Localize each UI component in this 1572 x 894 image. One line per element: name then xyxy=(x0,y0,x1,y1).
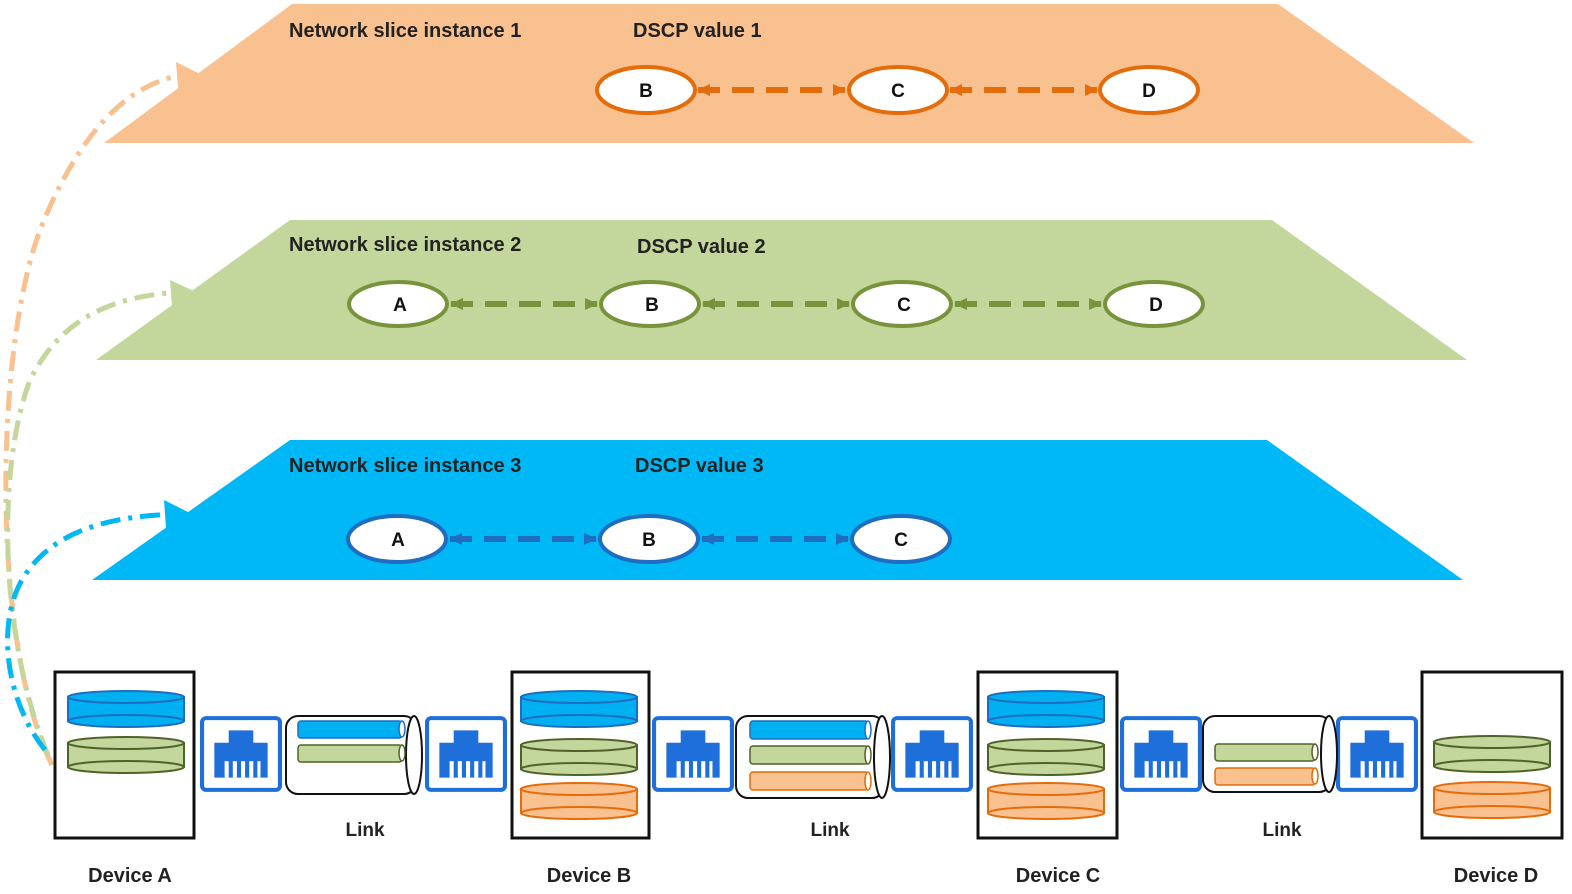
slice-3-node-a: A xyxy=(346,514,448,564)
svg-text:A: A xyxy=(391,530,405,551)
slice-2-node-b: B xyxy=(599,280,701,328)
slice-2-dscp: DSCP value 2 xyxy=(637,236,766,258)
device-b-queue-blue xyxy=(520,690,638,728)
device-c-queue-orange xyxy=(987,782,1105,820)
slice-1-title: Network slice instance 1 xyxy=(289,20,521,42)
device-a xyxy=(53,670,196,840)
link-bc-tube-orange xyxy=(749,771,872,791)
device-b-queue-green xyxy=(520,738,638,776)
link-cd-tube-orange xyxy=(1214,767,1319,786)
port-icon xyxy=(654,718,732,790)
slice-3-dscp: DSCP value 3 xyxy=(635,455,764,477)
slice-1-node-b: B xyxy=(595,65,697,115)
svg-text:C: C xyxy=(897,295,911,316)
link-ab-tube-blue xyxy=(297,720,406,739)
mapping-arrow-slice-2 xyxy=(5,289,186,756)
link-cable-cd xyxy=(1202,715,1338,793)
port-icon xyxy=(893,718,971,790)
mapping-arrow-slice-3 xyxy=(5,511,179,752)
svg-text:C: C xyxy=(894,530,908,551)
slice-2-node-a: A xyxy=(347,280,449,328)
device-b xyxy=(510,670,651,840)
mapping-arrow-head-2 xyxy=(170,280,198,306)
device-c-queue-green xyxy=(987,738,1105,776)
port-icon xyxy=(202,718,280,790)
link-cable-bc xyxy=(735,715,891,799)
device-d xyxy=(1420,670,1564,840)
slice-3-node-c: C xyxy=(850,514,952,564)
device-a-label: Device A xyxy=(88,865,172,887)
link-ab-tube-green xyxy=(297,744,406,763)
slice-1-dscp: DSCP value 1 xyxy=(633,20,762,42)
svg-text:A: A xyxy=(393,295,407,316)
svg-text:B: B xyxy=(639,81,653,102)
device-a-queue-blue xyxy=(67,690,185,728)
slice-2-node-d: D xyxy=(1103,280,1205,328)
link-label: Link xyxy=(1262,820,1301,841)
slice-2-node-c: C xyxy=(851,280,953,328)
port-icon xyxy=(1338,718,1416,790)
device-b-queue-orange xyxy=(520,782,638,820)
link-cable-ab xyxy=(285,715,423,795)
mapping-arrow-head-1 xyxy=(176,62,204,88)
svg-text:D: D xyxy=(1149,295,1163,316)
port-icon xyxy=(1122,718,1200,790)
mapping-arrow-head-3 xyxy=(164,500,192,528)
svg-text:B: B xyxy=(645,295,659,316)
device-c xyxy=(976,670,1119,840)
device-d-queue-green xyxy=(1433,735,1551,773)
slice-plane-2 xyxy=(96,220,1467,360)
link-bc-tube-green xyxy=(749,745,872,765)
slice-3-node-b: B xyxy=(598,514,700,564)
slice-1-node-d: D xyxy=(1098,65,1200,115)
svg-text:C: C xyxy=(891,81,905,102)
slice-2-title: Network slice instance 2 xyxy=(289,234,521,256)
device-d-label: Device D xyxy=(1454,865,1539,887)
link-cd-tube-green xyxy=(1214,743,1319,762)
link-label: Link xyxy=(810,820,849,841)
device-c-label: Device C xyxy=(1016,865,1101,887)
device-d-queue-orange xyxy=(1433,781,1551,819)
slice-1-node-c: C xyxy=(847,65,949,115)
slice-3-title: Network slice instance 3 xyxy=(289,455,521,477)
svg-text:D: D xyxy=(1142,81,1156,102)
port-icon xyxy=(427,718,505,790)
device-a-queue-green xyxy=(67,736,185,774)
mapping-arrow-slice-1 xyxy=(3,71,191,767)
device-c-queue-blue xyxy=(987,690,1105,728)
link-label: Link xyxy=(345,820,384,841)
device-b-label: Device B xyxy=(547,865,632,887)
link-bc-tube-blue xyxy=(749,720,872,740)
svg-text:B: B xyxy=(642,530,656,551)
